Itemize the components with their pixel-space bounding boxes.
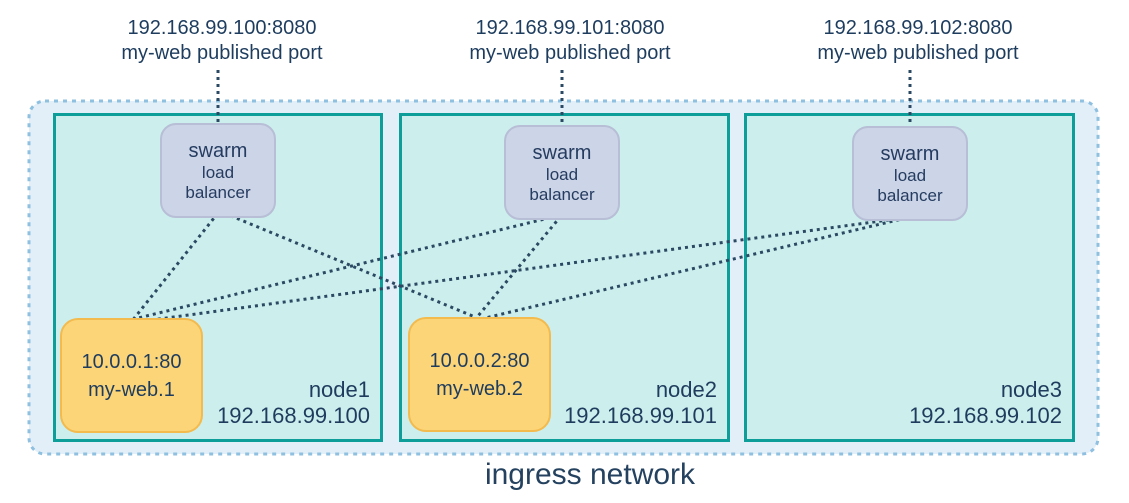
task-address: 10.0.0.1:80	[81, 350, 182, 373]
published-port-caption: my-web published port	[121, 42, 323, 64]
task-name: my-web.2	[436, 377, 523, 400]
load-balancer-label: balancer	[877, 185, 943, 205]
published-port-label-3: 192.168.99.102:8080 my-web published por…	[768, 16, 1068, 66]
published-port-caption: my-web published port	[469, 42, 671, 64]
task-name: my-web.1	[88, 378, 175, 401]
published-port-address: 192.168.99.102:8080	[823, 17, 1013, 39]
load-balancer-label: load	[545, 164, 579, 184]
published-port-address: 192.168.99.101:8080	[475, 17, 665, 39]
published-port-label-2: 192.168.99.101:8080 my-web published por…	[420, 16, 720, 66]
load-balancer-label: balancer	[529, 184, 595, 204]
node-name: node3	[1000, 377, 1062, 402]
node-name: node1	[308, 377, 370, 402]
task-address: 10.0.0.2:80	[429, 349, 530, 372]
node-ip: 192.168.99.100	[217, 403, 370, 428]
ingress-network-title: ingress network	[484, 458, 696, 491]
published-port-caption: my-web published port	[817, 42, 1019, 64]
node2-load-balancer: swarm load balancer	[504, 125, 620, 220]
load-balancer-label: load	[893, 165, 927, 185]
load-balancer-label: swarm	[880, 142, 940, 165]
task-my-web-1: 10.0.0.1:80 my-web.1	[60, 318, 203, 433]
node2-label: node2 192.168.99.101	[564, 377, 717, 429]
load-balancer-label: swarm	[532, 141, 592, 164]
load-balancer-label: load	[201, 162, 235, 182]
node1-label: node1 192.168.99.100	[217, 377, 370, 429]
node1-load-balancer: swarm load balancer	[160, 123, 276, 218]
published-port-address: 192.168.99.100:8080	[127, 17, 317, 39]
task-my-web-2: 10.0.0.2:80 my-web.2	[408, 317, 551, 432]
published-port-label-1: 192.168.99.100:8080 my-web published por…	[72, 16, 372, 66]
node3-label: node3 192.168.99.102	[909, 377, 1062, 429]
load-balancer-label: balancer	[185, 182, 251, 202]
node-name: node2	[655, 377, 717, 402]
node3-load-balancer: swarm load balancer	[852, 126, 968, 221]
load-balancer-label: swarm	[188, 139, 248, 162]
node-ip: 192.168.99.102	[909, 403, 1062, 428]
node-ip: 192.168.99.101	[564, 403, 717, 428]
